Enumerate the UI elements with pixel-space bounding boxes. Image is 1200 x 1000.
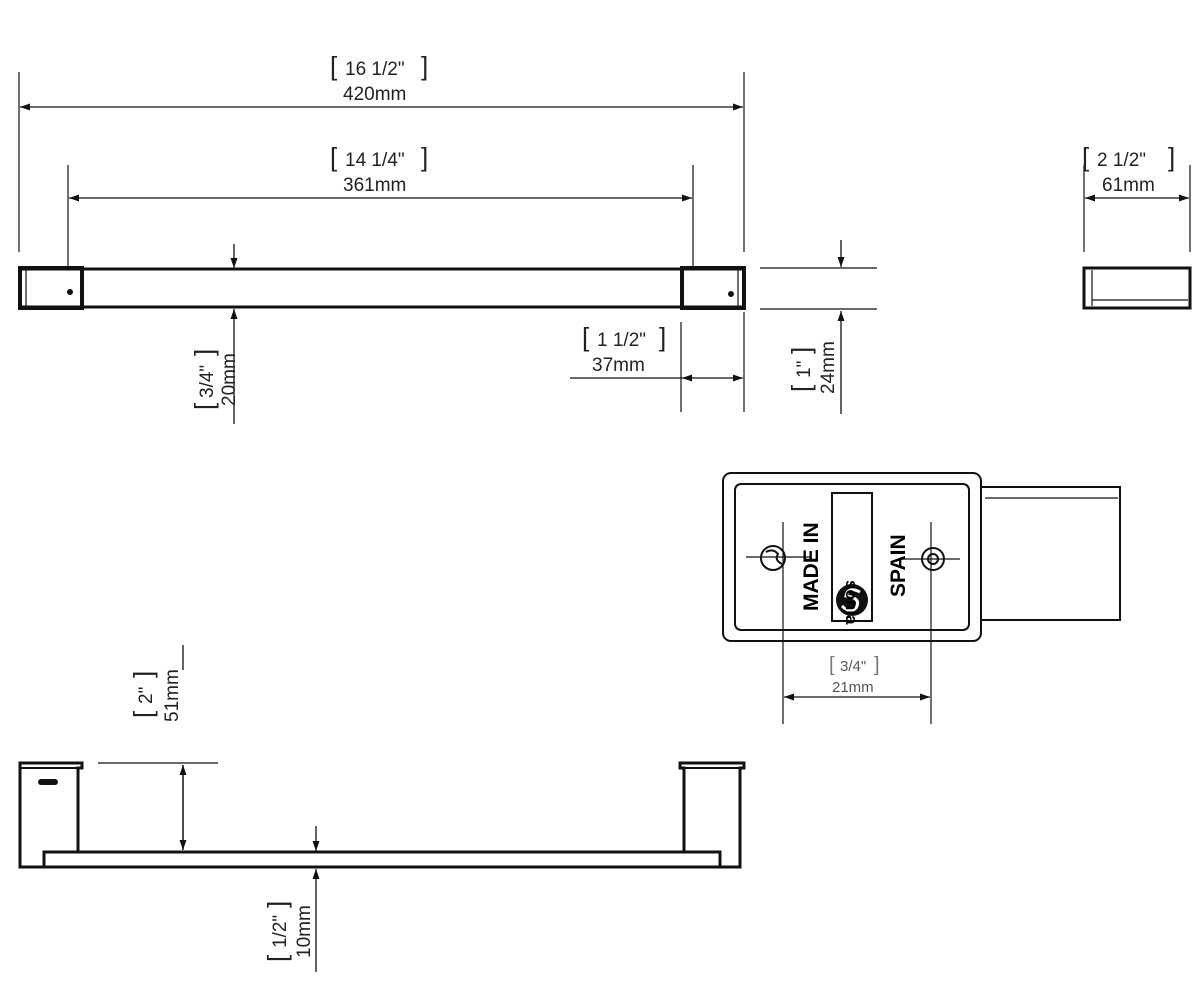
brand-logo-mark (840, 588, 861, 613)
made-in-label: MADE IN (800, 522, 823, 611)
end-block-metric: 37mm (592, 355, 645, 376)
overall-length-metric: 420mm (343, 84, 406, 105)
plate-inner (734, 483, 970, 631)
svg-text:]: ] (262, 901, 292, 908)
bottom-view: [ 2" ] 51mm [ 1/2" ] 10mm (18, 645, 746, 972)
screw-hole-icon (760, 545, 786, 571)
screw-head-inner-icon (927, 553, 939, 565)
bracket-close: ] (421, 142, 428, 172)
brand-name: sonia (842, 580, 861, 625)
bar-thickness-imperial: 3/4" (197, 365, 218, 398)
bracket-open: [ (330, 51, 338, 81)
svg-text:]: ] (189, 349, 219, 356)
mounting-plate-detail: sonia MADE IN SPAIN [ 3/4" ] 21mm (722, 472, 1121, 724)
svg-text:[: [ (1082, 142, 1090, 172)
overall-length-imperial: 16 1/2" (345, 59, 405, 80)
bracket-open: [ (330, 142, 338, 172)
svg-text:]: ] (874, 654, 880, 676)
height-label: [ 1" ] 24mm (786, 341, 839, 394)
bracket-close: ] (421, 51, 428, 81)
set-screw-icon (728, 291, 734, 297)
left-end-block (18, 266, 84, 310)
svg-text:[: [ (262, 954, 292, 962)
projection-imperial: 2 1/2" (1097, 150, 1146, 171)
slot-icon (38, 779, 58, 785)
bar-thickness-label: [ 3/4" ] 20mm (189, 349, 240, 410)
end-block-imperial: 1 1/2" (597, 330, 646, 351)
svg-text:]: ] (786, 347, 816, 354)
clearance-metric: 51mm (162, 669, 183, 722)
screw-spacing-imperial: 3/4" (840, 658, 866, 675)
right-end-block (680, 266, 746, 310)
projection-metric: 61mm (1102, 175, 1155, 196)
svg-text:[: [ (829, 654, 835, 676)
svg-text:]: ] (1168, 142, 1175, 172)
bar-depth-imperial: 1/2" (270, 915, 291, 948)
plan-bar (42, 850, 722, 869)
towel-bar-body (18, 267, 746, 309)
svg-text:[: [ (189, 402, 219, 410)
side-view: [ 2 1/2" ] 61mm (1082, 142, 1192, 310)
mount-spacing-metric: 361mm (343, 175, 406, 196)
screw-spacing-metric: 21mm (832, 679, 874, 696)
svg-text:]: ] (128, 671, 158, 678)
top-view: [ 16 1/2" ] 420mm [ 14 1/4" ] 361mm [ 3/… (18, 51, 877, 424)
screw-head-icon (921, 547, 945, 571)
height-metric: 24mm (818, 341, 839, 394)
screw-slot-icon (765, 549, 783, 565)
clearance-label: [ 2" ] 51mm (128, 669, 183, 722)
side-profile-block (1082, 266, 1192, 310)
brand-logo-frame (831, 492, 873, 622)
svg-text:[: [ (582, 322, 590, 352)
bar-depth-label: [ 1/2" ] 10mm (262, 901, 315, 962)
clearance-imperial: 2" (136, 687, 157, 704)
mount-spacing-imperial: 14 1/4" (345, 150, 405, 171)
bar-depth-metric: 10mm (294, 905, 315, 958)
height-imperial: 1" (794, 361, 815, 378)
set-screw-icon (67, 289, 73, 295)
bar-stub (981, 486, 1121, 621)
country-label: SPAIN (887, 534, 910, 597)
svg-text:]: ] (659, 322, 666, 352)
svg-text:[: [ (786, 384, 816, 392)
plate-outer (722, 472, 982, 642)
svg-text:[: [ (128, 710, 158, 718)
bar-thickness-metric: 20mm (219, 353, 240, 406)
